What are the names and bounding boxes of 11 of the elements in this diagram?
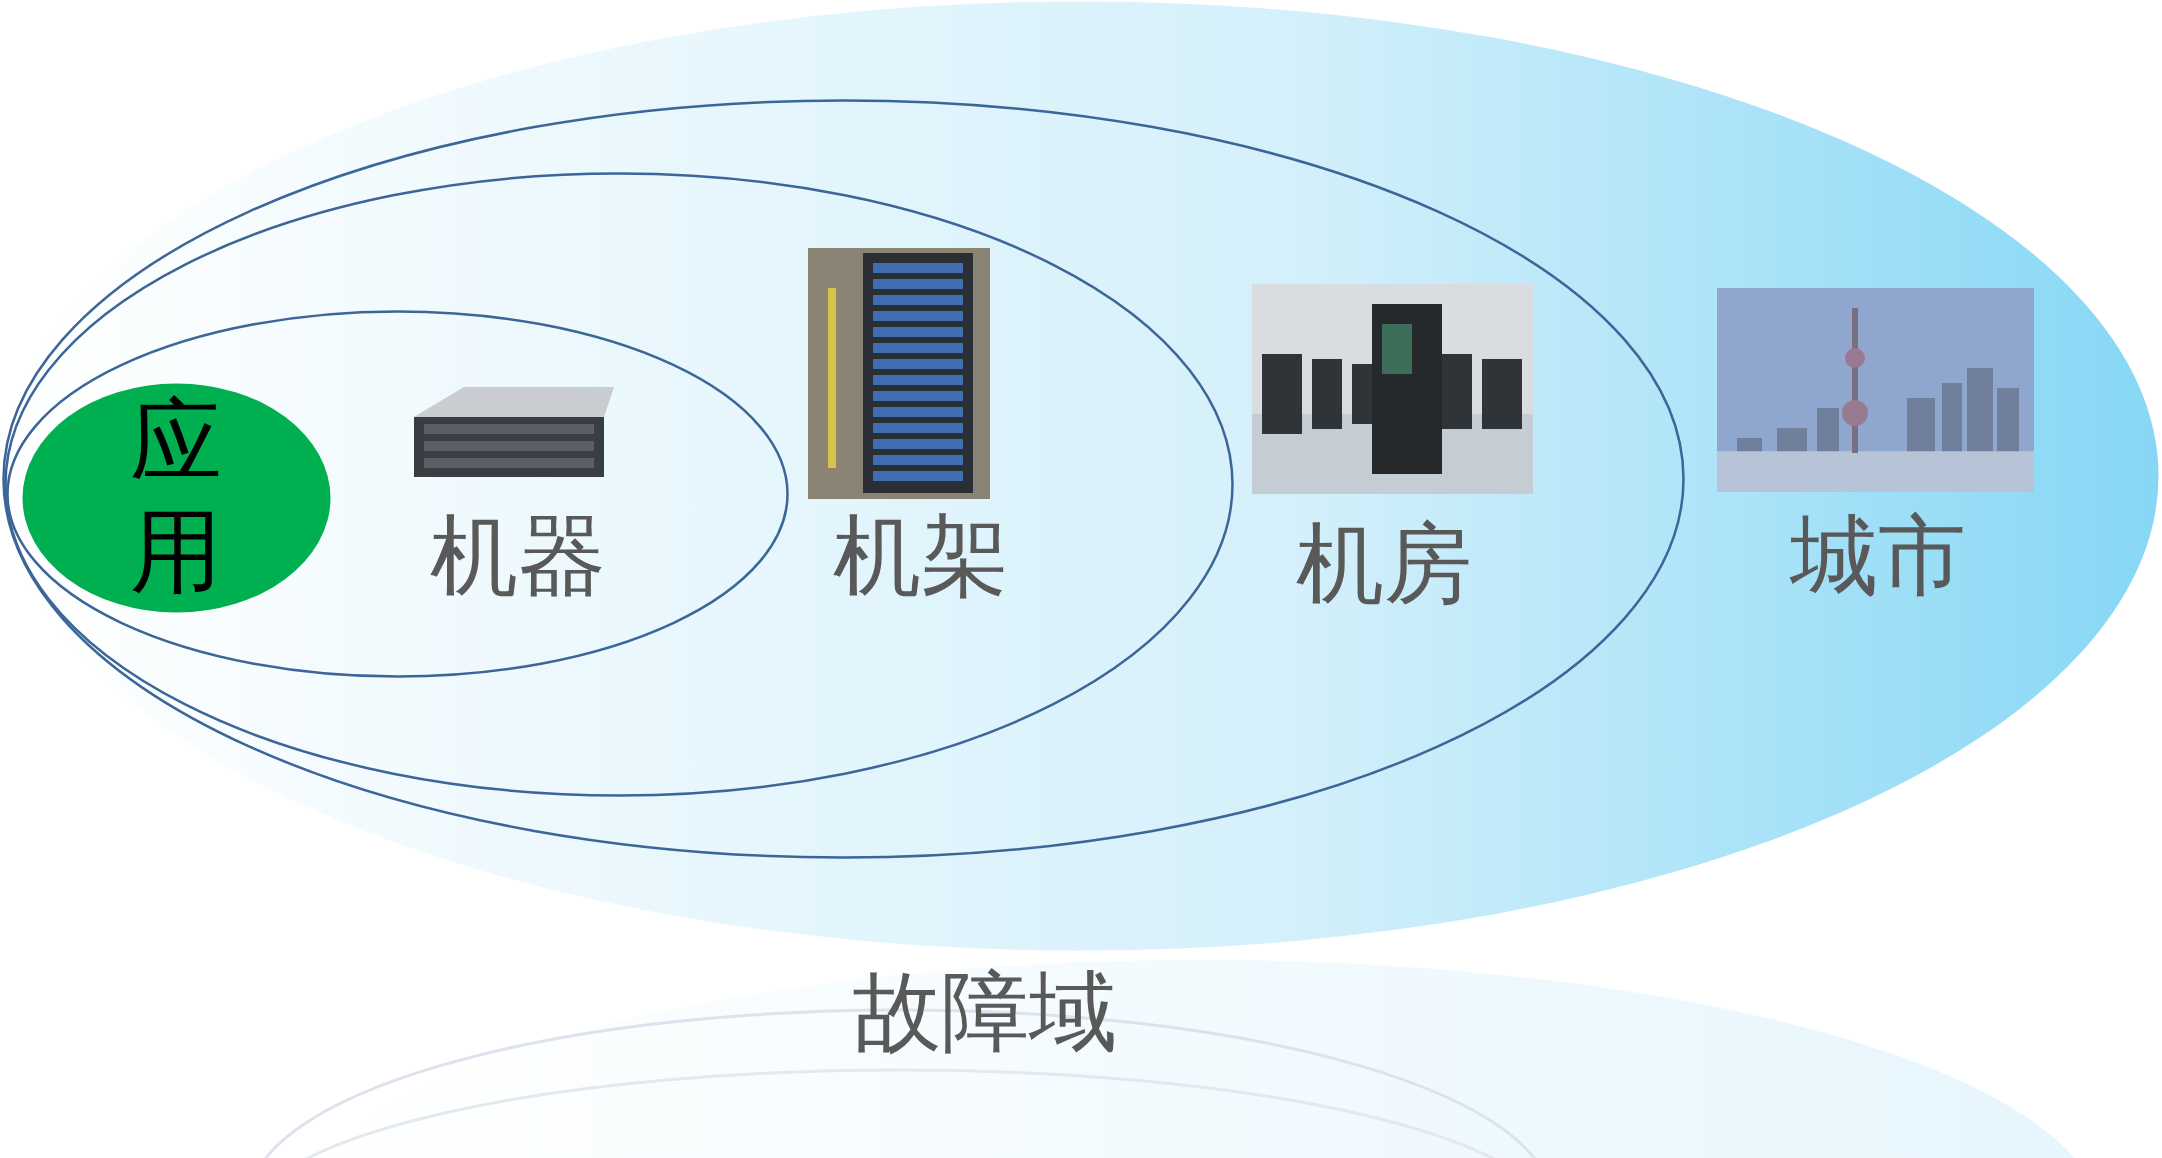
node-label: 机房	[1296, 520, 1472, 608]
node-label: 机架	[833, 512, 1009, 600]
app-ellipse	[21, 382, 332, 614]
domain-ellipse	[2, 99, 1685, 859]
domain-ellipse	[0, 0, 2160, 952]
node-label: 城市	[1790, 512, 1966, 600]
node-label: 应用	[129, 387, 223, 608]
domain-ellipse	[4, 172, 1234, 797]
domain-ellipse	[6, 310, 789, 678]
caption: 故障域	[853, 968, 1117, 1056]
node-label: 机器	[430, 512, 606, 600]
